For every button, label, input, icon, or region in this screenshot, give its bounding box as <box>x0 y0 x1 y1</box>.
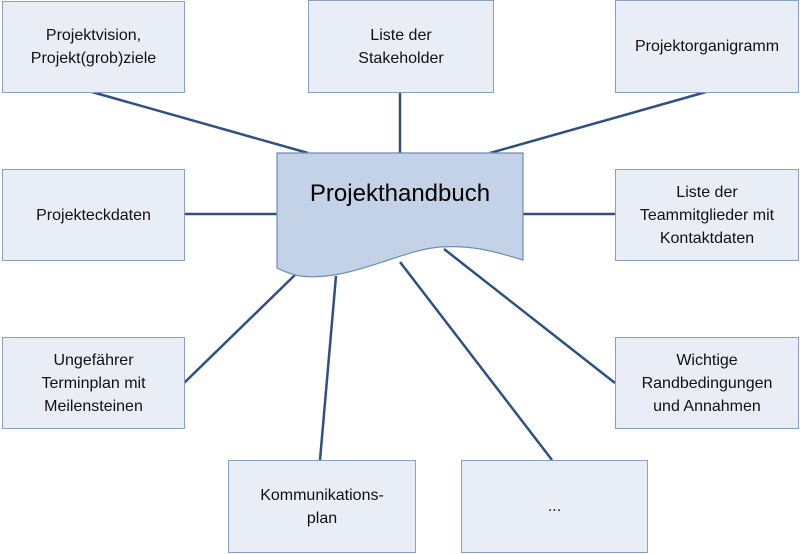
node-ellipsis: ... <box>461 460 648 553</box>
connector-ellipsis <box>399 261 553 461</box>
connector-terminplan <box>183 271 299 384</box>
connector-kommunikation <box>318 275 338 461</box>
node-kommunikationsplan: Kommunikations- plan <box>228 460 416 553</box>
projekthandbuch-document-shape <box>276 152 524 278</box>
connector-organigramm <box>489 90 707 155</box>
node-projekteckdaten: Projekteckdaten <box>2 169 185 261</box>
node-stakeholder: Liste der Stakeholder <box>308 0 494 93</box>
connector-projektvision <box>91 90 309 155</box>
node-terminplan: Ungefährer Terminplan mit Meilensteinen <box>2 337 185 429</box>
node-teammitglieder: Liste der Teammitglieder mit Kontaktdate… <box>615 169 799 261</box>
node-randbedingungen: Wichtige Randbedingungen und Annahmen <box>615 337 799 429</box>
connector-randbedingungen <box>443 248 616 384</box>
node-projektorganigramm: Projektorganigramm <box>615 0 799 93</box>
node-projektvision: Projektvision, Projekt(grob)ziele <box>2 1 185 93</box>
projekthandbuch-title: Projekthandbuch <box>309 180 491 207</box>
